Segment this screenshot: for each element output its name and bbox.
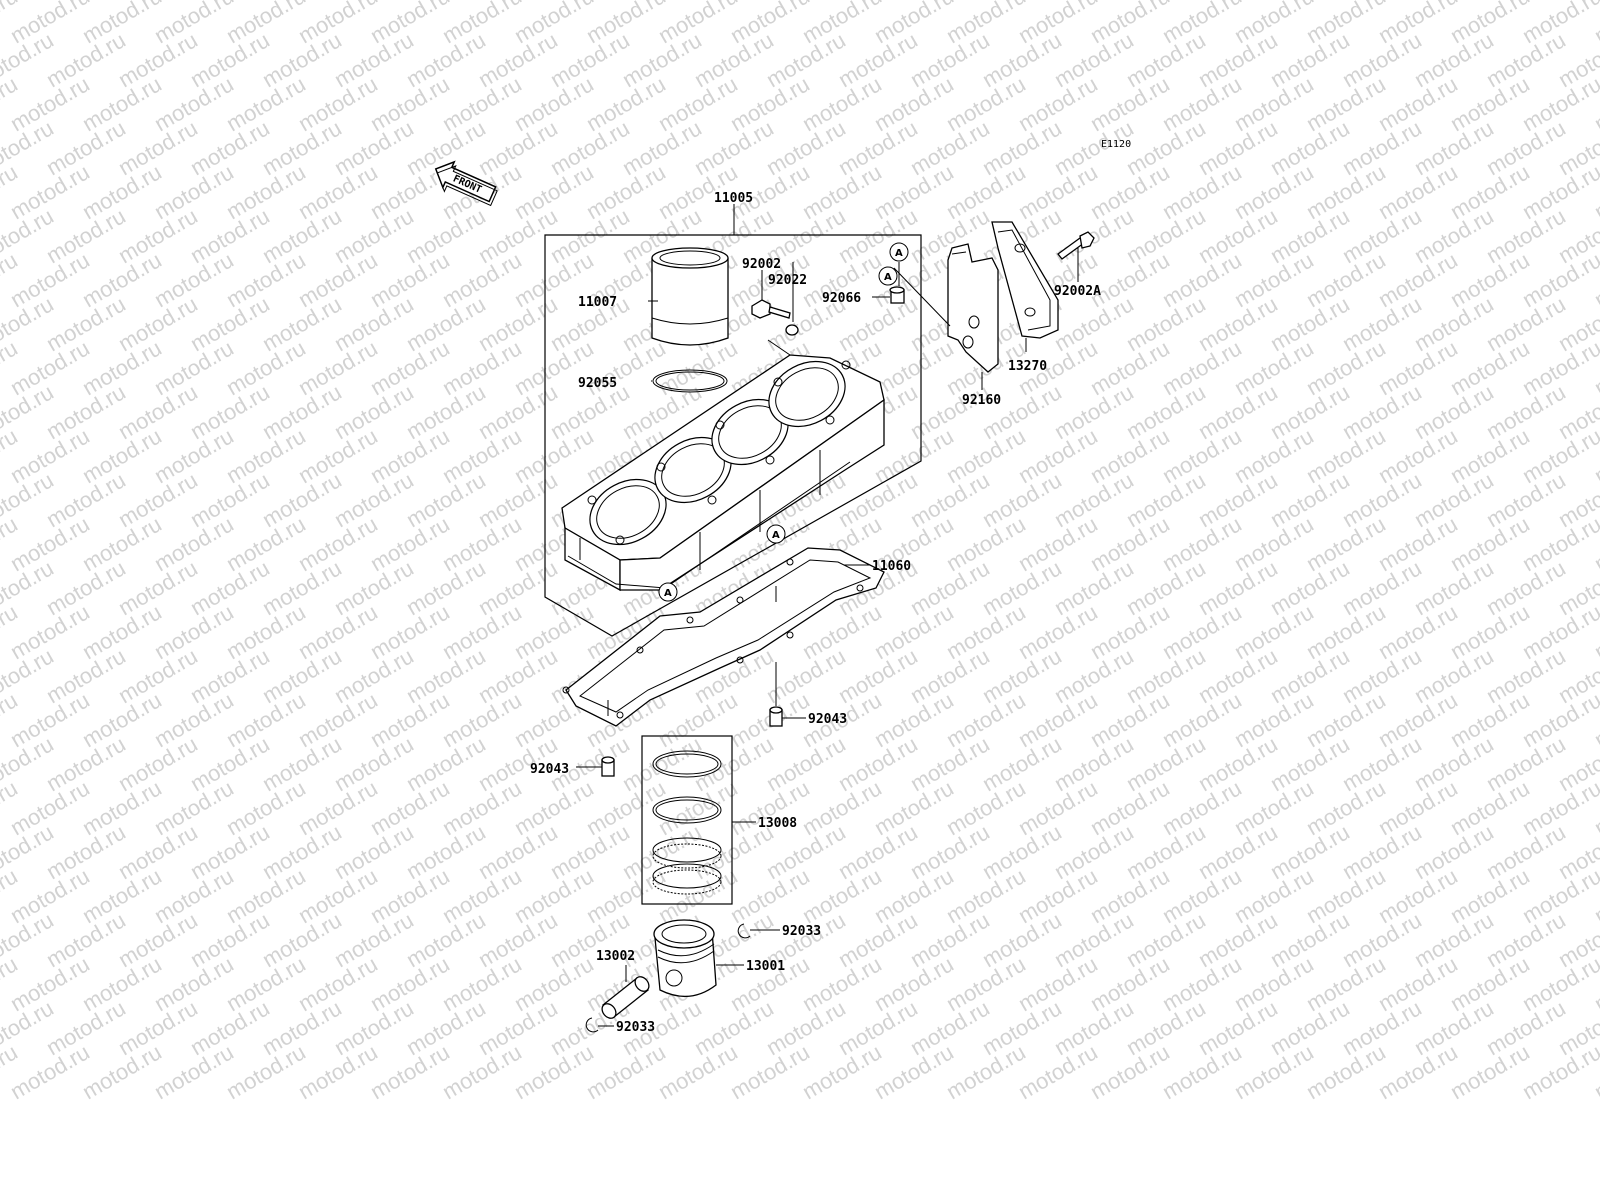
dowel-right: [769, 706, 783, 727]
cover-bolt-92002A: [1057, 231, 1095, 260]
washer-92022: [785, 324, 799, 336]
cover-13270: [991, 221, 1059, 339]
piston: [653, 919, 717, 997]
dowel-left: [601, 756, 615, 777]
ref-marker-1: A: [889, 242, 909, 262]
label-92043-right: 92043: [808, 712, 847, 727]
label-92066: 92066: [822, 291, 861, 306]
ref-letter: A: [895, 248, 903, 259]
diagram-code: E1120: [1101, 139, 1131, 150]
base-gasket: [562, 547, 885, 727]
ref-marker-3: A: [766, 524, 786, 544]
ref-marker-4: A: [658, 582, 678, 602]
label-11007: 11007: [578, 295, 617, 310]
label-92043-left: 92043: [530, 762, 569, 777]
label-92022: 92022: [768, 273, 807, 288]
label-92160: 92160: [962, 393, 1001, 408]
plug-92066: [889, 286, 905, 304]
watermark-text: motod.ru: [1590, 0, 1600, 48]
label-92002: 92002: [742, 257, 781, 272]
cylinder-liner: [651, 247, 729, 346]
label-13001: 13001: [746, 959, 785, 974]
ref-letter: A: [772, 530, 780, 541]
label-13270: 13270: [1008, 359, 1047, 374]
label-92002A: 92002A: [1054, 284, 1101, 299]
label-11005: 11005: [714, 191, 753, 206]
label-92055: 92055: [578, 376, 617, 391]
leader-lines: [576, 204, 1079, 1027]
label-13002: 13002: [596, 949, 635, 964]
ref-marker-2: A: [878, 266, 898, 286]
piston-rings: [652, 750, 722, 895]
label-92033-bottom: 92033: [616, 1020, 655, 1035]
bracket-92160: [947, 243, 999, 373]
ref-letter: A: [664, 588, 672, 599]
label-13008: 13008: [758, 816, 797, 831]
cylinder-block: [561, 354, 885, 592]
label-11060: 11060: [872, 559, 911, 574]
ring-set-frame: [641, 735, 733, 905]
circlip-bottom: [585, 1017, 599, 1033]
piston-pin: [601, 976, 650, 1019]
o-ring: [652, 369, 728, 393]
bolt-92002: [751, 299, 791, 319]
cylinder-kit-frame: [544, 234, 922, 637]
label-92033-top: 92033: [782, 924, 821, 939]
circlip-top: [737, 923, 751, 939]
ref-letter: A: [884, 272, 892, 283]
